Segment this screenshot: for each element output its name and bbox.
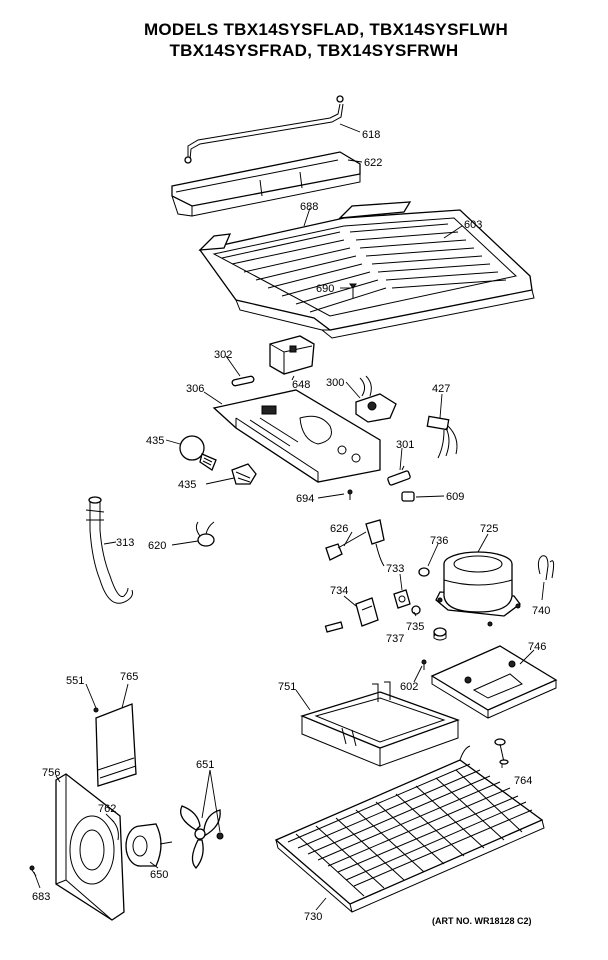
part-756-fan-shroud: [55, 773, 125, 921]
label-725: 725: [480, 523, 498, 535]
part-435-lamp-bulb: [179, 435, 217, 471]
part-301-sensor: [387, 465, 411, 486]
label-603: 603: [464, 219, 482, 231]
label-650: 650: [150, 869, 168, 881]
part-734-bracket: [324, 597, 379, 633]
part-751-drain-pan: [300, 681, 460, 767]
part-746-base-plate: [430, 645, 558, 719]
part-733-fitting: [393, 589, 411, 609]
art-number: (ART NO. WR18128 C2): [432, 916, 532, 926]
label-751: 751: [278, 681, 296, 693]
part-651-fan-blade: [179, 805, 224, 869]
part-730-condenser-coil: [274, 745, 545, 913]
part-737-mount: [433, 627, 447, 641]
label-694: 694: [296, 493, 314, 505]
label-737: 737: [386, 633, 404, 645]
label-651: 651: [196, 759, 214, 771]
part-740-clip: [537, 555, 555, 581]
part-735-grommet: [411, 605, 421, 615]
part-622-trough: [171, 151, 361, 217]
part-435-lamp-socket: [231, 463, 257, 485]
part-725-compressor: [435, 551, 521, 627]
leader-lines: [33, 123, 545, 911]
part-313-drain-hose: [85, 496, 133, 604]
part-736-grommet: [418, 567, 430, 577]
label-306: 306: [186, 383, 204, 395]
label-756: 756: [42, 767, 60, 779]
part-650-fan-motor: [125, 823, 173, 867]
label-740: 740: [532, 605, 550, 617]
part-694-screw: [347, 489, 353, 500]
part-302-pin: [231, 375, 255, 387]
label-620: 620: [148, 540, 166, 552]
label-551: 551: [66, 675, 84, 687]
part-427-wire-harness: [426, 415, 458, 459]
part-603-drip-tray: [198, 201, 535, 339]
part-602-screw: [421, 659, 427, 670]
part-690-screw: [349, 283, 357, 298]
part-306-control-housing: [212, 389, 381, 483]
label-618: 618: [362, 129, 380, 141]
label-435-socket: 435: [178, 479, 196, 491]
label-764: 764: [514, 775, 532, 787]
label-301: 301: [396, 439, 414, 451]
part-626-relay: [325, 519, 385, 567]
part-618-drain-tube: [184, 95, 344, 164]
label-736: 736: [430, 535, 448, 547]
label-609: 609: [446, 491, 464, 503]
label-602: 602: [400, 681, 418, 693]
part-620-capacitor: [195, 521, 215, 547]
part-300-thermostat: [355, 375, 397, 423]
label-300: 300: [326, 377, 344, 389]
models-title-line-1: MODELS TBX14SYSFLAD, TBX14SYSFLWH: [143, 20, 509, 39]
part-551-screw: [93, 707, 99, 713]
label-746: 746: [528, 641, 546, 653]
label-622: 622: [364, 157, 382, 169]
label-626: 626: [330, 523, 348, 535]
label-735: 735: [406, 621, 424, 633]
part-labels: 618 622 688 603 690 302 648 300 427 306 …: [32, 129, 550, 926]
label-648: 648: [292, 379, 310, 391]
part-764-bolt: [494, 738, 509, 765]
label-765: 765: [120, 671, 138, 683]
label-734: 734: [330, 585, 348, 597]
part-609-clip: [401, 491, 415, 502]
part-648-timer: [269, 335, 315, 375]
label-688: 688: [300, 201, 318, 213]
label-435-lamp: 435: [146, 435, 164, 447]
label-302: 302: [214, 349, 232, 361]
label-730: 730: [304, 911, 322, 923]
label-762: 762: [98, 803, 116, 815]
label-683: 683: [32, 891, 50, 903]
label-733: 733: [386, 563, 404, 575]
label-427: 427: [432, 383, 450, 395]
models-title-line-2: TBX14SYSFRAD, TBX14SYSFRWH: [169, 41, 459, 60]
label-690: 690: [316, 283, 334, 295]
part-765-cover-panel: [95, 703, 137, 787]
label-313: 313: [116, 537, 134, 549]
